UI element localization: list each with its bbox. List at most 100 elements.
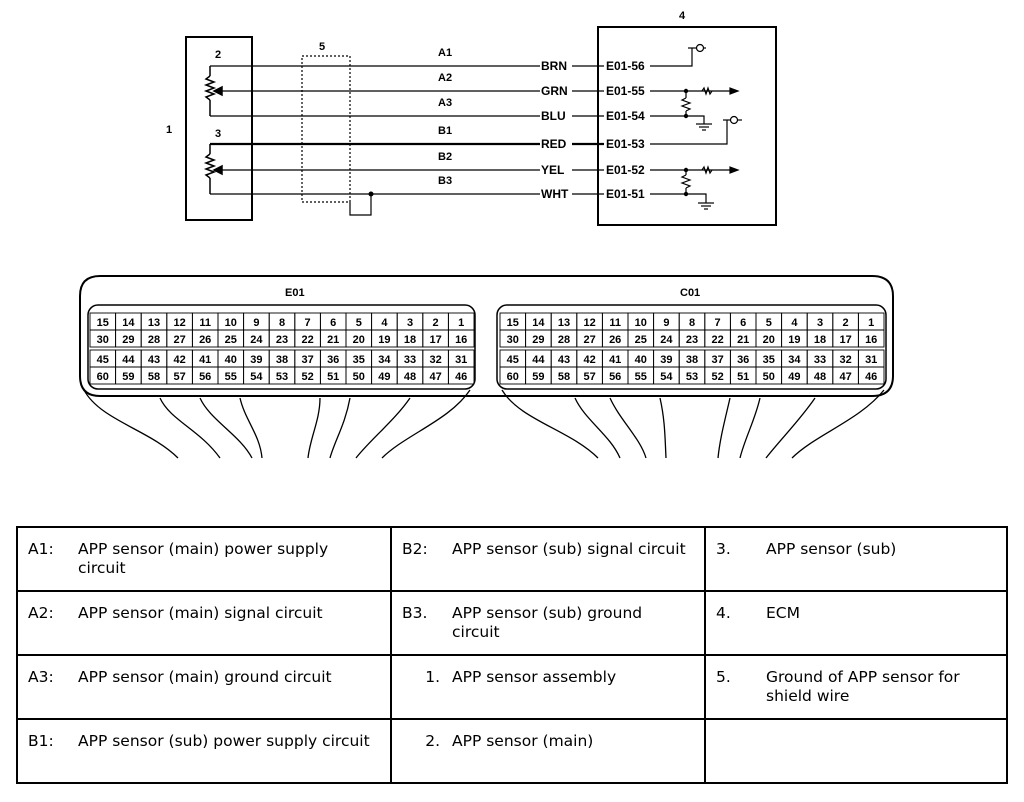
connector-pin-label: 11 bbox=[199, 317, 211, 329]
connector-pin-label: 20 bbox=[763, 334, 775, 346]
connector-pin-label: 12 bbox=[173, 317, 185, 329]
connector-pin-label: 7 bbox=[715, 317, 721, 329]
connector-pin-label: 15 bbox=[507, 317, 519, 329]
connector-pin-label: 8 bbox=[689, 317, 695, 329]
connector-pin-label: 1 bbox=[868, 317, 874, 329]
connector-pin-label: 56 bbox=[199, 371, 211, 383]
connector-pin-label: 20 bbox=[353, 334, 365, 346]
legend-text: APP sensor assembly bbox=[452, 668, 617, 686]
connector-pin-label: 56 bbox=[609, 371, 621, 383]
connector-pin-label: 45 bbox=[97, 354, 109, 366]
connector-pin-label: 51 bbox=[327, 371, 339, 383]
connector-pin-label: 25 bbox=[635, 334, 647, 346]
connector-pin-label: 47 bbox=[839, 371, 851, 383]
connector-pin-label: 5 bbox=[356, 317, 362, 329]
connector-pin-label: 26 bbox=[609, 334, 621, 346]
legend-text: APP sensor (sub) ground circuit bbox=[452, 604, 643, 641]
connector-pin-label: 28 bbox=[148, 334, 160, 346]
legend-table: A1:APP sensor (main) power supply circui… bbox=[16, 526, 1008, 784]
connector-pin-label: 15 bbox=[97, 317, 109, 329]
ref-label-3: 3 bbox=[215, 128, 221, 140]
wire-id-A1: A1 bbox=[438, 47, 452, 59]
connector-pin-label: 13 bbox=[558, 317, 570, 329]
wire-id-B2: B2 bbox=[438, 151, 452, 163]
sensor-assembly-box bbox=[185, 36, 253, 221]
connector-pin-label: 3 bbox=[407, 317, 413, 329]
connector-pin-label: 1 bbox=[458, 317, 464, 329]
connector-pin-label: 37 bbox=[711, 354, 723, 366]
connector-pin-label: 10 bbox=[225, 317, 237, 329]
legend-cell: 5.Ground of APP sensor for shield wire bbox=[704, 654, 1008, 720]
connector-pin-label: 46 bbox=[865, 371, 877, 383]
connector-pin-label: 17 bbox=[429, 334, 441, 346]
ecm-pin-51: E01-51 bbox=[606, 187, 645, 201]
connector-pin-label: 13 bbox=[148, 317, 160, 329]
legend-cell: B2:APP sensor (sub) signal circuit bbox=[390, 526, 706, 592]
wire-color-A1: BRN bbox=[541, 59, 567, 73]
connector-pin-label: 46 bbox=[455, 371, 467, 383]
connector-pin-label: 19 bbox=[378, 334, 390, 346]
connector-pin-label: 23 bbox=[276, 334, 288, 346]
connector-pin-label: 59 bbox=[122, 371, 134, 383]
connector-pin-label: 27 bbox=[583, 334, 595, 346]
legend-cell: A1:APP sensor (main) power supply circui… bbox=[16, 526, 392, 592]
connector-pin-label: 3 bbox=[817, 317, 823, 329]
legend-cell: A3:APP sensor (main) ground circuit bbox=[16, 654, 392, 720]
wiring-diagram: 1 2 3 4 5 A1 A2 A3 B1 B2 B3 BRN GRN BLU … bbox=[166, 10, 777, 226]
potentiometer-main-icon bbox=[203, 66, 223, 116]
connector-pin-label: 43 bbox=[558, 354, 570, 366]
connector-pin-label: 23 bbox=[686, 334, 698, 346]
connector-pin-label: 60 bbox=[507, 371, 519, 383]
connector-pin-label: 50 bbox=[353, 371, 365, 383]
legend-key: A1: bbox=[28, 540, 54, 558]
wire-color-B3: WHT bbox=[541, 187, 569, 201]
legend-cell: 1.APP sensor assembly bbox=[390, 654, 706, 720]
connector-pin-label: 9 bbox=[253, 317, 259, 329]
connector-pin-label: 31 bbox=[455, 354, 467, 366]
connector-pin-label: 21 bbox=[327, 334, 339, 346]
connector-pin-label: 42 bbox=[173, 354, 185, 366]
wire-id-A3: A3 bbox=[438, 97, 452, 109]
connector-pin-label: 37 bbox=[301, 354, 313, 366]
connector-pin-label: 14 bbox=[532, 317, 545, 329]
legend-key: 3. bbox=[716, 540, 731, 558]
connector-pin-label: 32 bbox=[839, 354, 851, 366]
legend-key: B2: bbox=[402, 540, 428, 558]
connector-pin-label: 39 bbox=[250, 354, 262, 366]
connector-pin-label: 41 bbox=[609, 354, 621, 366]
connector-pin-label: 33 bbox=[404, 354, 416, 366]
connector-pin-label: 55 bbox=[635, 371, 647, 383]
connector-pin-label: 32 bbox=[429, 354, 441, 366]
legend-text: APP sensor (main) ground circuit bbox=[78, 668, 332, 686]
connector-pin-label: 16 bbox=[865, 334, 877, 346]
connector-pin-label: 55 bbox=[225, 371, 237, 383]
connector-pin-label: 2 bbox=[433, 317, 439, 329]
wire-color-A3: BLU bbox=[541, 109, 566, 123]
connector-pin-label: 25 bbox=[225, 334, 237, 346]
connector-pin-label: 6 bbox=[740, 317, 746, 329]
legend-row: B1:APP sensor (sub) power supply circuit… bbox=[16, 718, 1008, 784]
connector-pin-label: 45 bbox=[507, 354, 519, 366]
wire-color-A2: GRN bbox=[541, 84, 568, 98]
connector-pin-label: 18 bbox=[814, 334, 826, 346]
legend-cell: 3. APP sensor (sub) bbox=[704, 526, 1008, 592]
connector-pin-label: 12 bbox=[583, 317, 595, 329]
wire-id-A2: A2 bbox=[438, 72, 452, 84]
connector-pin-label: 50 bbox=[763, 371, 775, 383]
connector-pin-label: 10 bbox=[635, 317, 647, 329]
legend-cell bbox=[704, 718, 1008, 784]
legend-text: APP sensor (sub) bbox=[766, 540, 897, 558]
connector-pin-label: 26 bbox=[199, 334, 211, 346]
wire-id-B3: B3 bbox=[438, 175, 452, 187]
connector-pin-label: 41 bbox=[199, 354, 211, 366]
connector-pin-label: 49 bbox=[788, 371, 800, 383]
legend-key: B3. bbox=[402, 604, 428, 622]
connector-pin-label: 17 bbox=[839, 334, 851, 346]
connector-pin-label: 49 bbox=[378, 371, 390, 383]
connector-pin-label: 4 bbox=[791, 317, 798, 329]
legend-key: B1: bbox=[28, 732, 54, 750]
connector-pin-label: 47 bbox=[429, 371, 441, 383]
connector-pin-label: 30 bbox=[507, 334, 519, 346]
connector-pin-label: 9 bbox=[663, 317, 669, 329]
legend-cell: 2.APP sensor (main) bbox=[390, 718, 706, 784]
